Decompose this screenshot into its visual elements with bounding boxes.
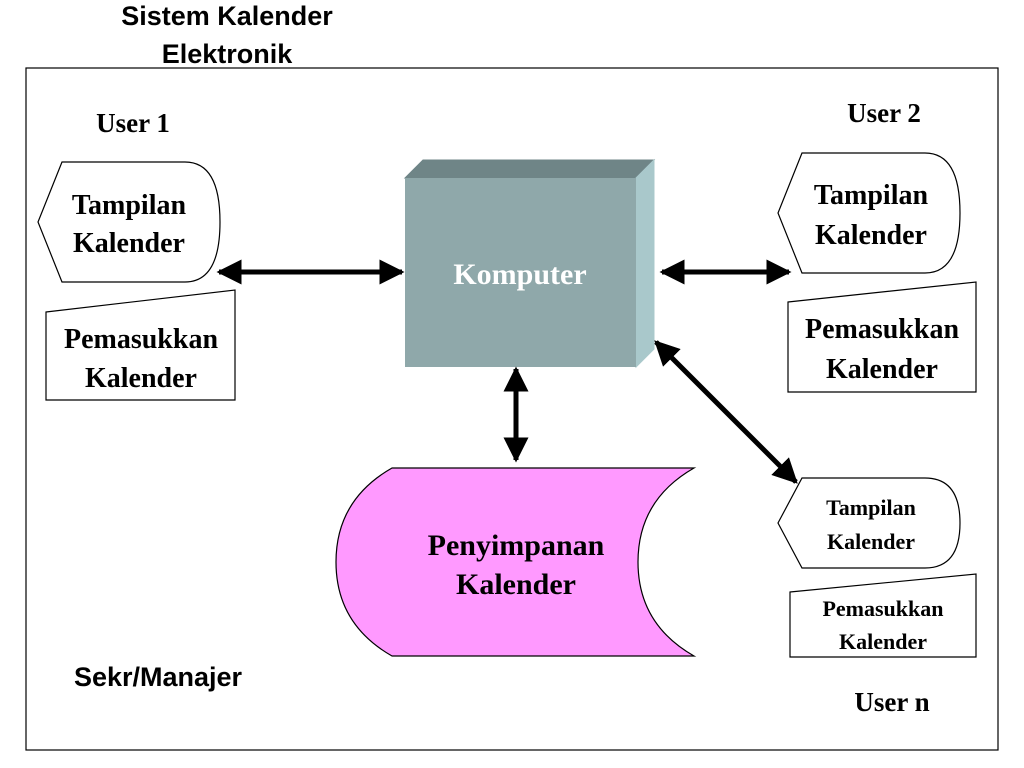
usern-display-shape (777, 477, 961, 569)
usern-input-label-line1: Pemasukkan (822, 596, 943, 621)
computer-label: Komputer (453, 258, 586, 291)
user1-input-label-line2: Kalender (85, 363, 197, 394)
user2-input-label-line2: Kalender (826, 354, 938, 385)
user1-display-label-line2: Kalender (73, 228, 185, 259)
computer-box-front (405, 178, 636, 367)
diagram-title-line1: Sistem Kalender (121, 1, 333, 31)
user1-display-shape (37, 161, 221, 283)
storage-label-line1: Penyimpanan (428, 529, 605, 562)
computer-box-top (403, 159, 656, 179)
user2-display-label-line2: Kalender (815, 220, 927, 251)
system-boundary (25, 67, 999, 751)
arrow-computer-usern (654, 340, 798, 484)
usern-label: User n (854, 687, 929, 717)
user2-display-label-line1: Tampilan (814, 180, 929, 211)
user1-input-shape (45, 289, 236, 401)
storage-shape (335, 467, 697, 657)
usern-display-label-line1: Tampilan (826, 495, 916, 520)
user1-label: User 1 (96, 108, 170, 138)
storage-label-line2: Kalender (456, 568, 576, 601)
diagram-title-line2: Elektronik (162, 39, 294, 69)
user2-input-label-line1: Pemasukkan (805, 314, 959, 345)
manager-label: Sekr/Manajer (74, 662, 243, 692)
computer-box: Komputer (403, 158, 656, 369)
usern-input-shape (789, 573, 977, 658)
usern-input-label-line2: Kalender (839, 629, 927, 654)
computer-box-side (635, 158, 655, 369)
user2-label: User 2 (847, 98, 921, 128)
usern-display-label-line2: Kalender (827, 529, 915, 554)
user2-display-shape (777, 152, 961, 274)
user1-display-label-line1: Tampilan (72, 190, 187, 221)
user1-input-label-line1: Pemasukkan (64, 324, 218, 355)
